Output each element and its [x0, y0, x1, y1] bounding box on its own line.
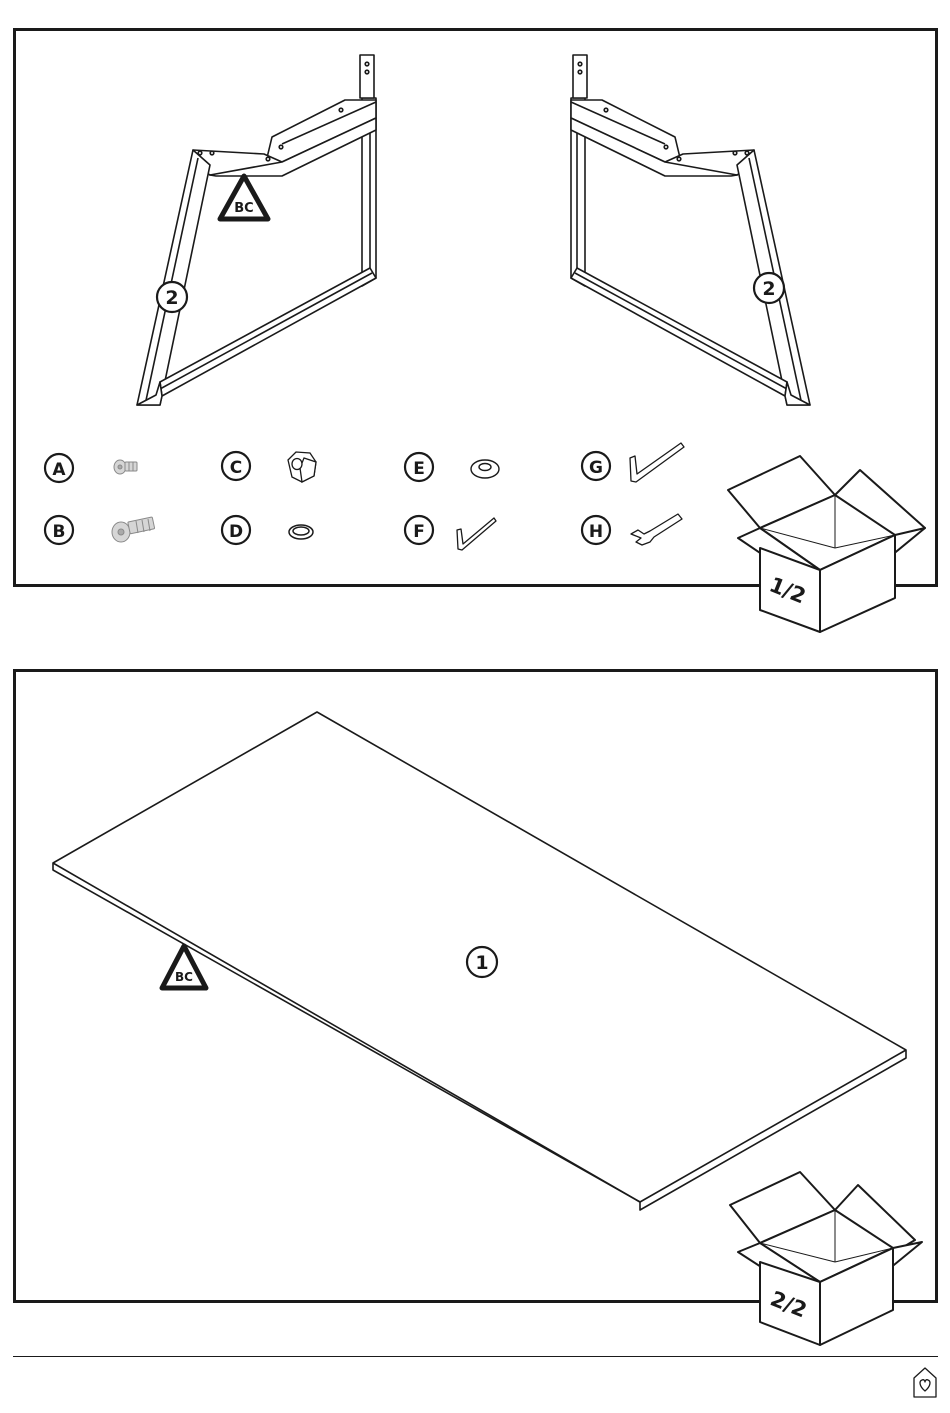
hardware-letter-a: A — [52, 460, 66, 480]
bc-warning-label: BC — [234, 201, 253, 216]
bc-warning-badge: BC — [220, 176, 268, 219]
leg-callout-left-label: 2 — [165, 287, 178, 309]
allen-key-large-icon — [630, 443, 684, 482]
hardware-letter-g: G — [589, 458, 603, 478]
right-leg-frame — [571, 55, 810, 405]
leg-callout-right-label: 2 — [762, 278, 775, 300]
tabletop-callout-label: 1 — [475, 952, 488, 974]
allen-key-small-icon — [457, 518, 496, 550]
box-2-of-2-icon: 2/2 — [730, 1172, 922, 1345]
screw-long-icon — [112, 517, 155, 542]
wrench-icon — [631, 514, 682, 545]
hardware-letter-d: D — [229, 522, 243, 542]
hardware-letter-e: E — [413, 459, 425, 479]
leg-callout-left: 2 — [157, 282, 187, 312]
hardware-item-c: C — [222, 452, 316, 482]
left-leg-frame — [137, 55, 376, 405]
flat-washer-icon — [471, 460, 499, 478]
tabletop-callout: 1 — [467, 947, 497, 977]
split-lock-washer-icon — [289, 525, 313, 539]
hardware-letter-c: C — [230, 458, 242, 478]
hardware-item-b: B — [45, 516, 155, 544]
hex-nut-icon — [288, 452, 316, 482]
bc-warning-label-tabletop: BC — [175, 970, 193, 984]
hardware-item-d: D — [222, 516, 313, 544]
hardware-item-g: G — [582, 443, 684, 482]
leg-callout-right: 2 — [754, 273, 784, 303]
hardware-letter-f: F — [413, 522, 425, 542]
hardware-item-a: A — [45, 454, 137, 482]
brand-house-icon — [914, 1368, 936, 1397]
hardware-letter-b: B — [53, 522, 66, 542]
footer-divider — [13, 1356, 938, 1357]
hardware-item-f: F — [405, 516, 496, 550]
hardware-item-h: H — [582, 514, 682, 545]
hardware-item-e: E — [405, 453, 499, 481]
screw-short-icon — [114, 460, 137, 474]
box-1-of-2-icon: 1/2 — [728, 456, 925, 632]
hardware-letter-h: H — [589, 522, 603, 542]
